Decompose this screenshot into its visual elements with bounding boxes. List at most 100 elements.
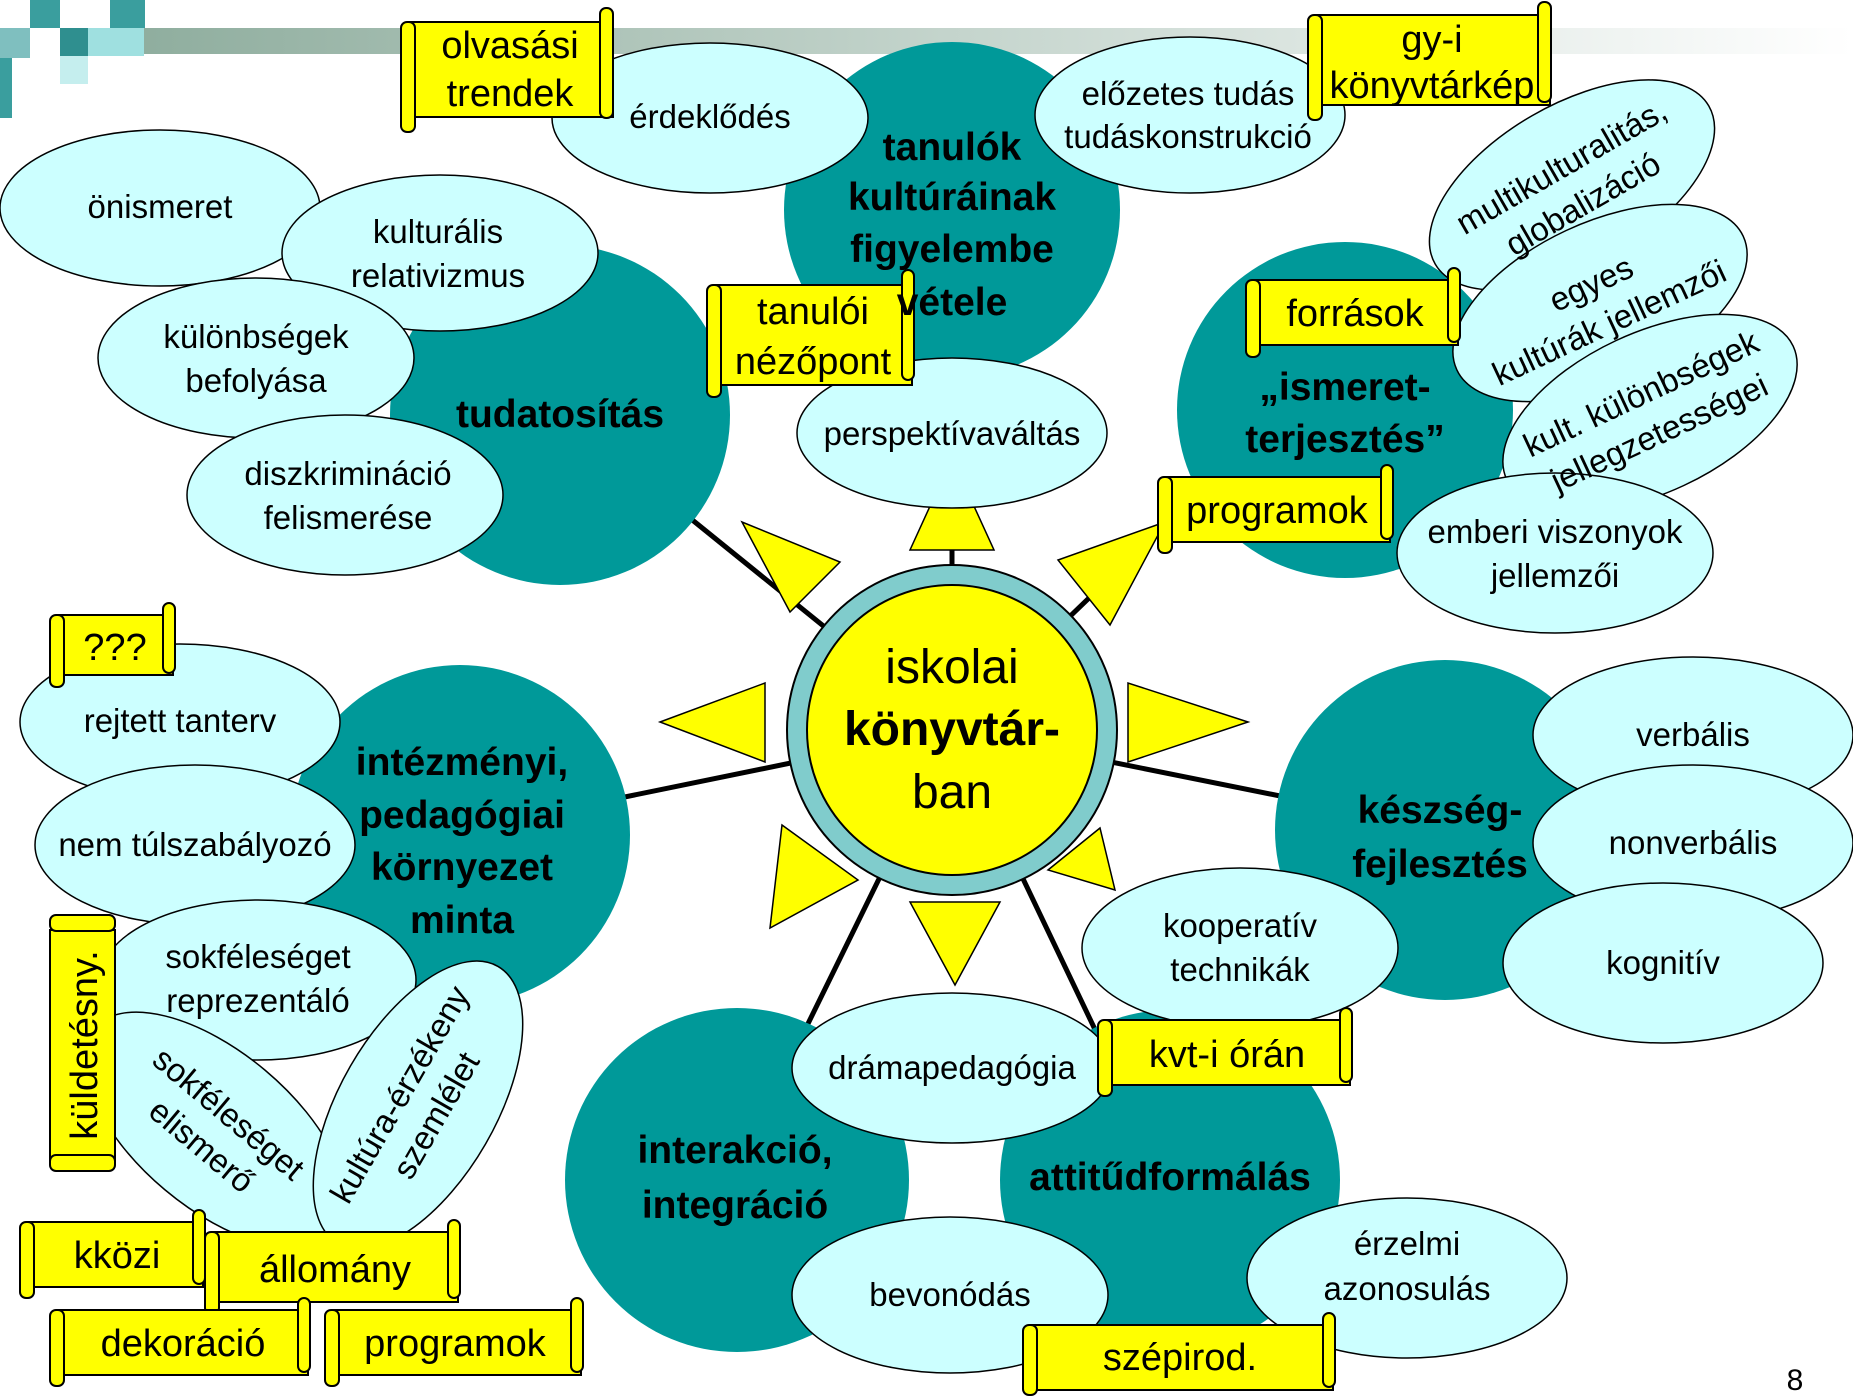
svg-text:tanulói: tanulói xyxy=(757,291,869,333)
svg-text:pedagógiai: pedagógiai xyxy=(359,794,565,837)
bubble-elozetes xyxy=(1034,36,1346,194)
bubble-label-erzelmi: érzelmi azonosulás xyxy=(1324,1225,1491,1307)
ray-sw xyxy=(769,823,860,930)
bubble-label-bevonodas: bevonódás xyxy=(869,1276,1030,1313)
svg-text:technikák: technikák xyxy=(1170,951,1310,988)
scroll-label-olvasasi: olvasási trendek xyxy=(441,25,578,115)
bubble-label-erdeklodes: érdeklődés xyxy=(629,98,790,135)
scroll-gyi xyxy=(1307,1,1552,121)
bubble-perspektiva xyxy=(796,357,1108,509)
svg-text:nézőpont: nézőpont xyxy=(735,341,892,383)
bubble-kognitiv xyxy=(1502,882,1824,1044)
ray-s xyxy=(908,901,1002,987)
svg-text:kulturális: kulturális xyxy=(373,213,503,250)
scroll-forrasok xyxy=(1245,267,1461,358)
scroll-olvasasi xyxy=(400,7,614,133)
scroll-label-kvti: kvt-i órán xyxy=(1149,1034,1305,1076)
svg-text:interakció,: interakció, xyxy=(637,1129,832,1172)
svg-text:kooperatív: kooperatív xyxy=(1163,907,1318,944)
svg-text:tudatosítás: tudatosítás xyxy=(456,393,664,436)
bubble-label-rejtett: rejtett tanterv xyxy=(84,702,277,739)
ray-e xyxy=(1127,681,1251,764)
scroll-label-programok1: programok xyxy=(1186,490,1369,532)
svg-text:azonosulás: azonosulás xyxy=(1324,1270,1491,1307)
center-label: iskolai könyvtár- ban xyxy=(844,641,1060,819)
svg-text:sokféleséget: sokféleséget xyxy=(165,938,350,975)
svg-text:különbségek: különbségek xyxy=(163,318,349,355)
center-line-2: könyvtár- xyxy=(844,703,1060,756)
bubble-label-kognitiv: kognitív xyxy=(1606,944,1720,981)
svg-text:integráció: integráció xyxy=(642,1184,828,1227)
scroll-label-forrasok: források xyxy=(1286,293,1424,335)
bubble-label-emberi: emberi viszonyok jellemzői xyxy=(1428,513,1683,594)
svg-text:tanulók: tanulók xyxy=(883,126,1022,169)
scroll-banners xyxy=(19,1,1552,1396)
svg-text:diszkrimináció: diszkrimináció xyxy=(244,455,451,492)
bubble-label-perspektiva: perspektívaváltás xyxy=(824,415,1081,452)
scroll-label-programok2: programok xyxy=(364,1323,547,1365)
scroll-kvti xyxy=(1097,1007,1353,1097)
bubble-emberi xyxy=(1396,472,1714,634)
bubble-label-nonverbalis: nonverbális xyxy=(1609,824,1778,861)
bubble-label-sokfeleseg-rep: sokféleséget reprezentáló xyxy=(165,938,350,1019)
hub-circle-intezmenyi xyxy=(290,665,630,1005)
svg-text:tudáskonstrukció: tudáskonstrukció xyxy=(1064,118,1312,155)
svg-text:vétele: vétele xyxy=(897,281,1008,324)
bubble-label-kulonbsegek: különbségek befolyása xyxy=(163,318,349,399)
bubble-label-kooperativ: kooperatív technikák xyxy=(1163,907,1318,988)
svg-text:terjesztés”: terjesztés” xyxy=(1245,418,1444,461)
svg-text:környezet: környezet xyxy=(371,846,553,889)
bubble-kulonbsegek xyxy=(97,277,415,439)
svg-text:minta: minta xyxy=(410,899,514,942)
svg-text:befolyása: befolyása xyxy=(185,362,327,399)
svg-text:intézményi,: intézményi, xyxy=(356,741,568,784)
svg-text:relativizmus: relativizmus xyxy=(351,257,525,294)
ray-ne xyxy=(1056,520,1167,627)
scroll-label-gyi: gy-i könyvtárkép xyxy=(1330,19,1535,107)
scroll-label-kkozi: kközi xyxy=(74,1235,161,1277)
center-line-1: iskolai xyxy=(885,641,1018,694)
scroll-szepirod xyxy=(1022,1312,1336,1396)
scroll-allomany xyxy=(204,1219,461,1315)
scroll-kkozi xyxy=(19,1209,206,1299)
bubble-kulturalis xyxy=(281,174,599,332)
scroll-dekoracio xyxy=(49,1297,311,1387)
bubble-label-kulturalis: kulturális relativizmus xyxy=(351,213,525,294)
bubble-label-onismeret: önismeret xyxy=(88,188,233,225)
svg-text:kultúráinak: kultúráinak xyxy=(848,176,1056,219)
hub-label-intezmenyi: intézményi, pedagógiai környezet minta xyxy=(356,741,568,942)
scroll-label-kuldetesny: küldetésny. xyxy=(64,950,106,1139)
svg-text:attitűdformálás: attitűdformálás xyxy=(1029,1156,1311,1199)
scroll-programok2 xyxy=(324,1297,584,1387)
bubble-kooperativ xyxy=(1081,867,1399,1029)
svg-text:érzelmi: érzelmi xyxy=(1354,1225,1460,1262)
hub-label-ismeret: „ismeret- terjesztés” xyxy=(1245,366,1444,461)
hub-label-interakcio: interakció, integráció xyxy=(637,1129,832,1227)
center-node xyxy=(786,564,1118,896)
bubble-diszkriminacio xyxy=(186,414,504,576)
scroll-label-allomany: állomány xyxy=(259,1249,411,1291)
svg-text:olvasási: olvasási xyxy=(441,25,578,67)
ray-se xyxy=(1046,826,1117,892)
scroll-tanuloi xyxy=(706,269,915,398)
scroll-kuldetesny xyxy=(49,914,116,1172)
scroll-label-tanuloi: tanulói nézőpont xyxy=(735,291,892,383)
hub-label-keszseg: készség- fejlesztés xyxy=(1352,789,1528,886)
svg-text:fejlesztés: fejlesztés xyxy=(1352,843,1528,886)
svg-text:gy-i: gy-i xyxy=(1401,19,1462,61)
svg-text:„ismeret-: „ismeret- xyxy=(1259,366,1430,409)
svg-text:felismerése: felismerése xyxy=(264,499,433,536)
svg-text:figyelembe: figyelembe xyxy=(850,228,1054,271)
scroll-label-qqq: ??? xyxy=(83,627,146,669)
center-line-3: ban xyxy=(912,766,992,819)
bubble-shapes xyxy=(0,36,1853,1374)
svg-text:jellemzői: jellemzői xyxy=(1490,557,1619,594)
ray-nw xyxy=(740,520,842,614)
svg-text:könyvtárkép: könyvtárkép xyxy=(1330,65,1535,107)
svg-text:trendek: trendek xyxy=(447,73,575,115)
page-number: 8 xyxy=(1787,1364,1804,1397)
bubble-label-elozetes: előzetes tudás tudáskonstrukció xyxy=(1064,75,1312,155)
bubble-label-verbalis: verbális xyxy=(1636,716,1750,753)
svg-text:készség-: készség- xyxy=(1358,789,1523,832)
